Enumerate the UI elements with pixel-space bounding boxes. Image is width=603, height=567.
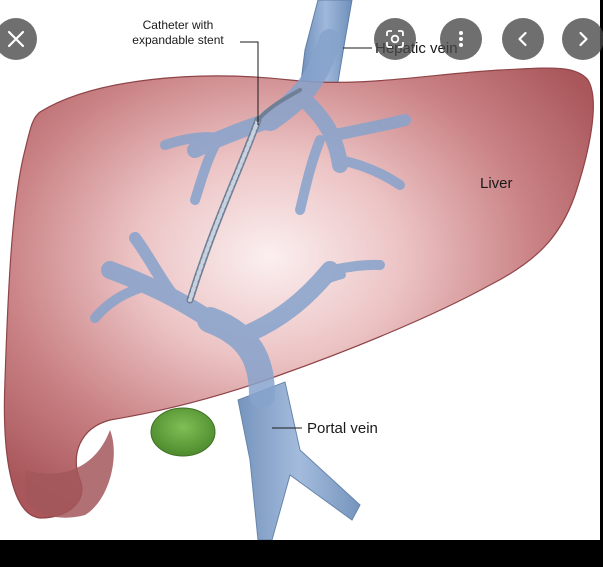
lens-button[interactable]: [374, 18, 416, 60]
close-button[interactable]: [0, 18, 37, 60]
chevron-left-icon: [518, 31, 527, 47]
catheter-stent: [186, 88, 302, 304]
liver-fold: [25, 430, 114, 518]
chevron-right-icon: [579, 31, 588, 47]
catheter-label-line1: Catheter with: [142, 18, 214, 32]
catheter-label: Catheter with expandable stent: [118, 18, 238, 48]
hepatic-vein-branches: [160, 29, 411, 215]
lens-icon: [386, 30, 404, 48]
next-image-button[interactable]: [562, 18, 603, 60]
liver-label: Liver: [480, 175, 513, 192]
leader-lines: [240, 41, 372, 429]
previous-image-button[interactable]: [502, 18, 544, 60]
more-options-button[interactable]: [440, 18, 482, 60]
portal-vein-lower: [237, 381, 361, 540]
close-icon: [7, 30, 25, 48]
liver-illustration: [3, 0, 594, 540]
image-panel: Catheter with expandable stent Hepatic v…: [0, 0, 600, 540]
more-vert-icon: [459, 31, 463, 47]
catheter-label-line2: expandable stent: [132, 33, 224, 47]
portal-vein-branches: [90, 232, 385, 408]
gallbladder: [150, 407, 216, 457]
portal-vein-label: Portal vein: [307, 420, 378, 437]
